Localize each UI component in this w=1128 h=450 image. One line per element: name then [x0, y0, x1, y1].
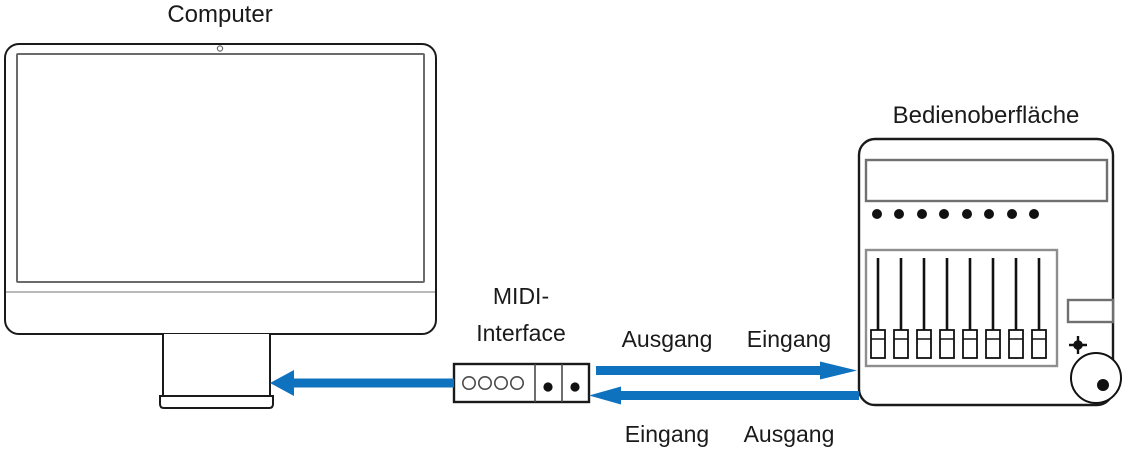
label-ausgang-bottom: Ausgang: [744, 421, 835, 447]
midi-port-dot-1: [543, 382, 553, 392]
label-eingang-top: Eingang: [747, 326, 831, 352]
midi-port-round-3: [493, 375, 508, 390]
fader-cap[interactable]: [939, 329, 955, 359]
label-eingang-bottom: Eingang: [625, 421, 709, 447]
control-surface-led: [984, 209, 994, 219]
arrow-surface-out-to-midi-in: [589, 386, 859, 405]
fader-cap[interactable]: [870, 329, 886, 359]
fader-cap[interactable]: [962, 329, 978, 359]
monitor-screen: [16, 53, 425, 283]
fader-cap[interactable]: [1008, 329, 1024, 359]
joystick-icon[interactable]: [1069, 336, 1087, 354]
control-surface-node: Bedienoberfläche: [857, 102, 1122, 407]
fader-cap[interactable]: [985, 329, 1001, 359]
control-surface-label: Bedienoberfläche: [893, 102, 1080, 129]
fader-cap[interactable]: [1031, 329, 1047, 359]
control-surface-led: [872, 209, 882, 219]
fader-bank: [864, 248, 1059, 368]
midi-port-dot-2: [570, 382, 580, 392]
arrow-midi-out-to-surface-in: [596, 361, 857, 380]
midi-interface-label-line2: Interface: [476, 320, 566, 346]
monitor-stand-base: [159, 395, 274, 409]
webcam-icon: [216, 45, 224, 52]
computer-label: Computer: [167, 1, 272, 28]
control-surface-led: [894, 209, 904, 219]
control-surface-led: [1029, 209, 1039, 219]
midi-port-round-4: [509, 375, 524, 390]
midi-interface-node: MIDI- Interface: [452, 283, 591, 404]
fader-cap[interactable]: [916, 329, 932, 359]
fader-group: [870, 258, 1047, 359]
jog-wheel[interactable]: [1070, 352, 1122, 404]
jog-wheel-marker-icon: [1097, 379, 1109, 391]
connection-arrows: Ausgang Eingang Eingang Ausgang: [270, 326, 859, 447]
midi-port-round-1: [461, 375, 476, 390]
control-surface-led: [939, 209, 949, 219]
arrow-midi-to-computer: [270, 370, 454, 396]
fader-cap[interactable]: [893, 329, 909, 359]
midi-interface-label-line1: MIDI-: [493, 283, 549, 309]
control-surface-led: [917, 209, 927, 219]
control-surface-secondary-display: [1066, 298, 1115, 324]
control-surface-led: [1007, 209, 1017, 219]
monitor-stand-neck: [162, 334, 271, 397]
computer-node: Computer: [4, 1, 437, 409]
control-surface-led: [962, 209, 972, 219]
label-ausgang-top: Ausgang: [622, 326, 713, 352]
midi-port-round-2: [477, 375, 492, 390]
control-surface-main-display: [864, 158, 1109, 203]
